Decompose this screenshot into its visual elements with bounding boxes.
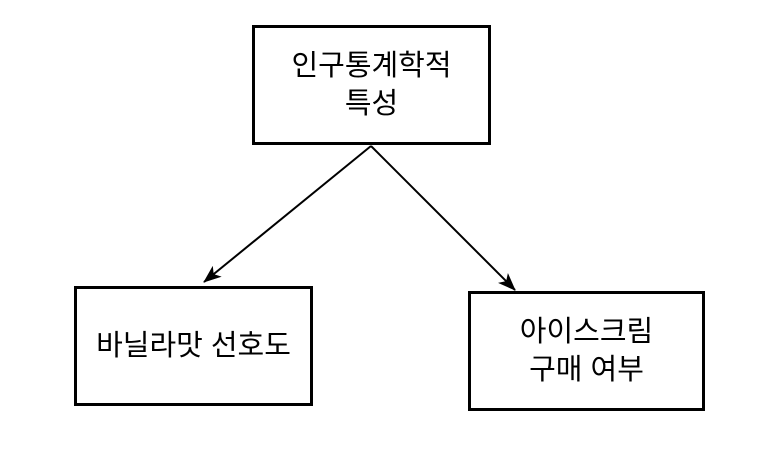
edge-demographic-to-icecream [370,145,516,291]
edge-demographic-to-vanilla [203,145,372,283]
node-vanilla-preference-label: 바닐라맛 선호도 [96,330,291,362]
node-demographic-characteristics: 인구통계학적 특성 [252,25,491,145]
node-icecream-purchase-label: 아이스크림 구매 여부 [519,316,654,386]
node-demographic-characteristics-label: 인구통계학적 특성 [291,50,452,120]
node-icecream-purchase: 아이스크림 구매 여부 [468,291,705,411]
node-vanilla-preference: 바닐라맛 선호도 [74,286,313,406]
